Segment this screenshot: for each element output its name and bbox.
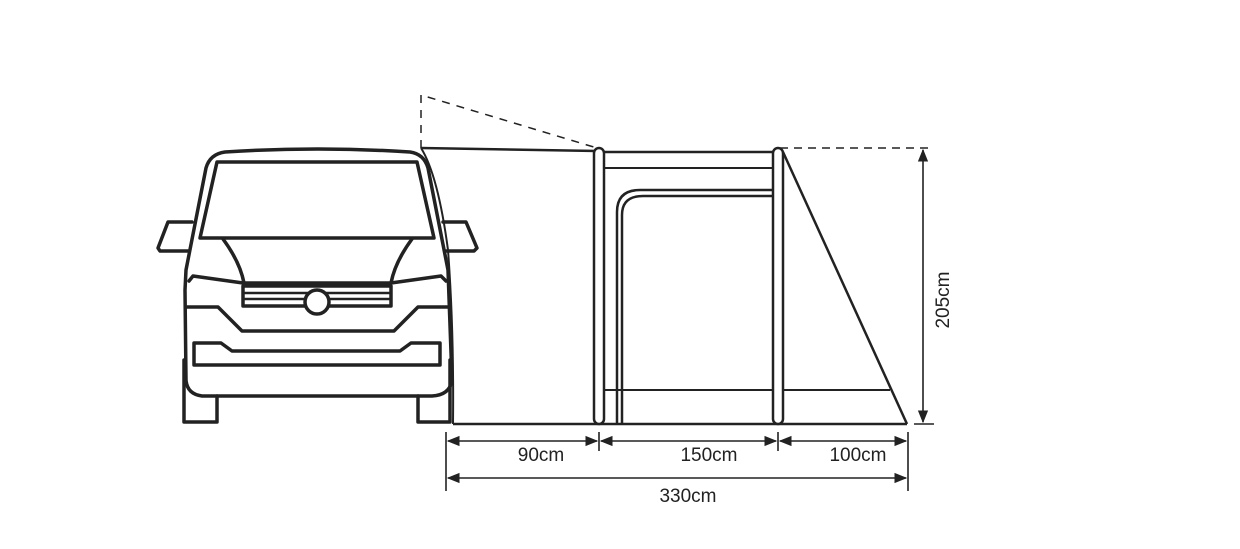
dim-label-100: 100cm: [829, 445, 886, 466]
van-right-mirror: [441, 220, 479, 253]
van-bonnet: [221, 237, 414, 285]
van-badge: [303, 288, 331, 316]
awning-rear-slope: [781, 151, 909, 425]
awning-door-arch: [615, 188, 773, 424]
van-front-illustration: [156, 147, 479, 424]
van-left-wheel: [182, 358, 219, 424]
van-body-outline: [183, 147, 454, 398]
air-beam-rear: [771, 146, 785, 426]
air-beam-front: [592, 146, 606, 426]
van-headlights: [187, 274, 448, 285]
dim-label-205: 205cm: [933, 271, 954, 328]
van-windscreen: [198, 160, 436, 240]
van-right-wheel: [416, 358, 452, 424]
van-left-mirror: [156, 220, 194, 253]
dim-label-150: 150cm: [680, 445, 737, 466]
dim-label-90: 90cm: [518, 445, 564, 466]
dimension-lines: [445, 148, 934, 491]
awning-illustration: [420, 94, 934, 426]
dim-label-330: 330cm: [659, 486, 716, 507]
van-lower-trim: [184, 305, 451, 333]
van-bumper: [192, 341, 442, 367]
awning-connector-tunnel: [420, 146, 598, 153]
awning-raised-roofline: [420, 94, 598, 149]
